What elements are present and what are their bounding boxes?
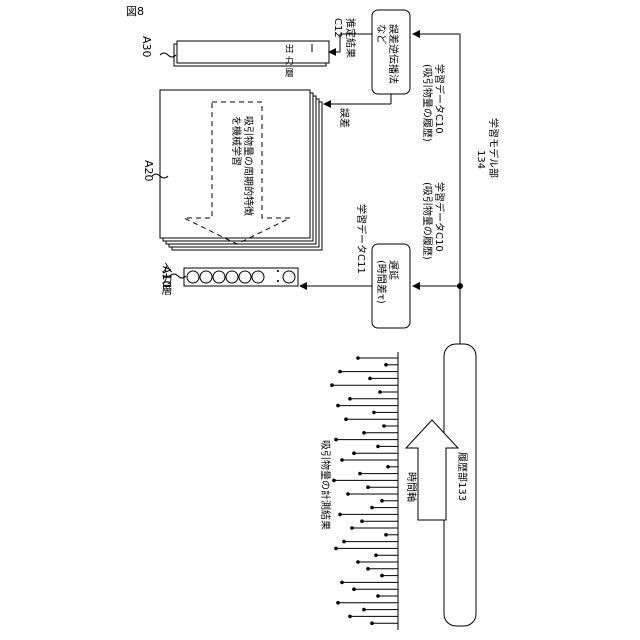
c10-mid-title: 学習データC10 [432, 182, 444, 252]
stem-head [374, 553, 378, 557]
c10-top-sub: (吸引物量の履歴) [420, 64, 432, 142]
stem-head [360, 519, 364, 523]
stem-head [376, 445, 380, 449]
junction-dot [457, 283, 463, 289]
learning-text: 吸引物量の周期的特徴 を機械学習 [229, 116, 253, 216]
stem-head [368, 377, 372, 381]
stem-head [348, 615, 352, 619]
hidden-layer-id: A20 [142, 160, 154, 182]
model-unit-title: 学習モデル部 [486, 118, 498, 178]
stem-head [342, 540, 346, 544]
stem-head [386, 465, 390, 469]
stem-head [338, 370, 342, 374]
output-layer-box [174, 41, 329, 66]
c10-top-title: 学習データC10 [432, 64, 444, 134]
stem-head [334, 547, 338, 551]
stem-head [362, 431, 366, 435]
backprop-text: 誤差逆伝播法 など [374, 24, 398, 84]
stem-head [358, 472, 362, 476]
stem-head [370, 621, 374, 625]
estimate-id: C12 [331, 18, 343, 38]
stem-head [380, 574, 384, 578]
stem-head [382, 424, 386, 428]
stem-head [356, 356, 360, 360]
stem-head [376, 594, 380, 598]
stem-head [338, 513, 342, 517]
estimate-title: 推定結果 [343, 18, 355, 58]
stem-head [340, 458, 344, 462]
stem-head [334, 438, 338, 442]
stem-head [370, 506, 374, 510]
stem-plot [330, 356, 398, 625]
stem-head [384, 363, 388, 367]
model-unit-id: 134 [474, 150, 486, 169]
input-layer-id: A10 [160, 266, 172, 288]
input-ellipsis: ・・ [270, 266, 282, 286]
error-label: 誤差 [337, 108, 349, 128]
output-layer-label: 出力層 [281, 44, 294, 80]
stem-head [366, 567, 370, 571]
time-axis-label: 時間軸 [404, 472, 416, 502]
stem-head [384, 533, 388, 537]
stem-head [362, 608, 366, 612]
delay-text: 遅延 (時間差τ) [374, 260, 398, 304]
stem-head [366, 485, 370, 489]
stem-head [372, 411, 376, 415]
stem-head [350, 526, 354, 530]
output-layer-id: A30 [140, 36, 152, 58]
stem-head [340, 581, 344, 585]
stem-head [380, 499, 384, 503]
figure-label: 図8 [126, 6, 144, 18]
stem-head [352, 451, 356, 455]
stem-head [336, 601, 340, 605]
stem-head [336, 404, 340, 408]
stem-head [378, 390, 382, 394]
stem-head [348, 397, 352, 401]
history-unit-label: 履歴部133 [455, 452, 467, 501]
stem-head [344, 417, 348, 421]
stem-head [332, 479, 336, 483]
stem-head [352, 587, 356, 591]
stem-head [356, 560, 360, 564]
measurement-title: 吸引物量の計測結果 [318, 440, 330, 530]
stem-head [330, 383, 334, 387]
c10-mid-sub: (吸引物量の履歴) [420, 182, 432, 260]
c11-label: 学習データC11 [354, 204, 366, 274]
stem-head [346, 492, 350, 496]
